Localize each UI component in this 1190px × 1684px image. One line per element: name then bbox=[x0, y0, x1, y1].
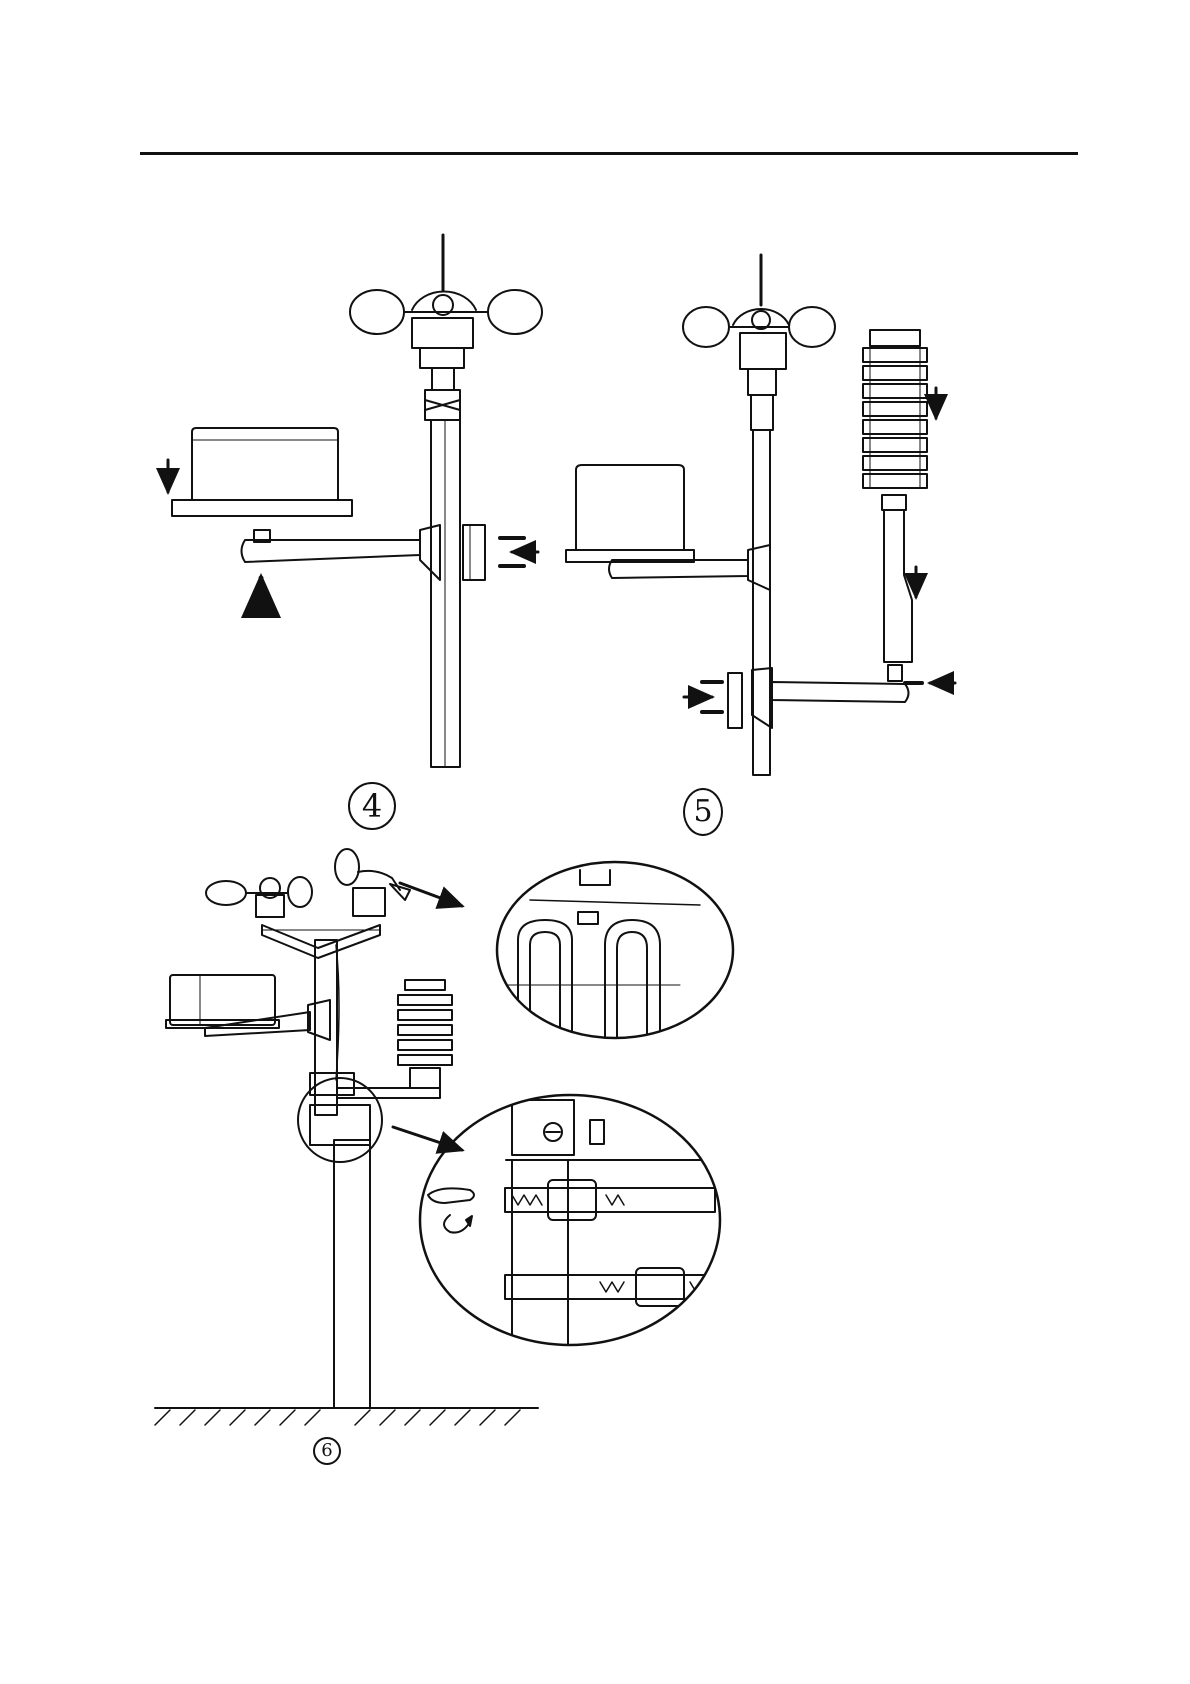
detail-hose-clamp bbox=[420, 1095, 725, 1360]
arrow-icon bbox=[168, 460, 538, 608]
anemometer-icon bbox=[683, 255, 835, 430]
step4-assembly bbox=[168, 235, 542, 767]
hand-icon bbox=[428, 1188, 474, 1232]
step5-pole bbox=[753, 430, 770, 775]
hose-clamp-icon bbox=[512, 1180, 702, 1306]
step-4-number: 4 bbox=[348, 782, 396, 830]
step5-assembly bbox=[566, 255, 955, 775]
step-5-number: 5 bbox=[683, 788, 723, 836]
screw-icon bbox=[702, 682, 922, 712]
detail-wind-vane-mount bbox=[497, 862, 733, 1040]
anemometer-icon bbox=[206, 877, 312, 917]
ground-hatch bbox=[155, 1410, 520, 1425]
step-6-number: 6 bbox=[313, 1437, 341, 1465]
rain-gauge-icon bbox=[172, 428, 352, 516]
step6-assembly bbox=[155, 849, 538, 1425]
radiation-shield-icon bbox=[398, 980, 452, 1088]
rain-gauge-icon bbox=[566, 465, 694, 562]
step4-arm bbox=[242, 540, 421, 562]
anemometer-icon bbox=[350, 235, 542, 420]
radiation-shield-icon bbox=[863, 330, 927, 681]
